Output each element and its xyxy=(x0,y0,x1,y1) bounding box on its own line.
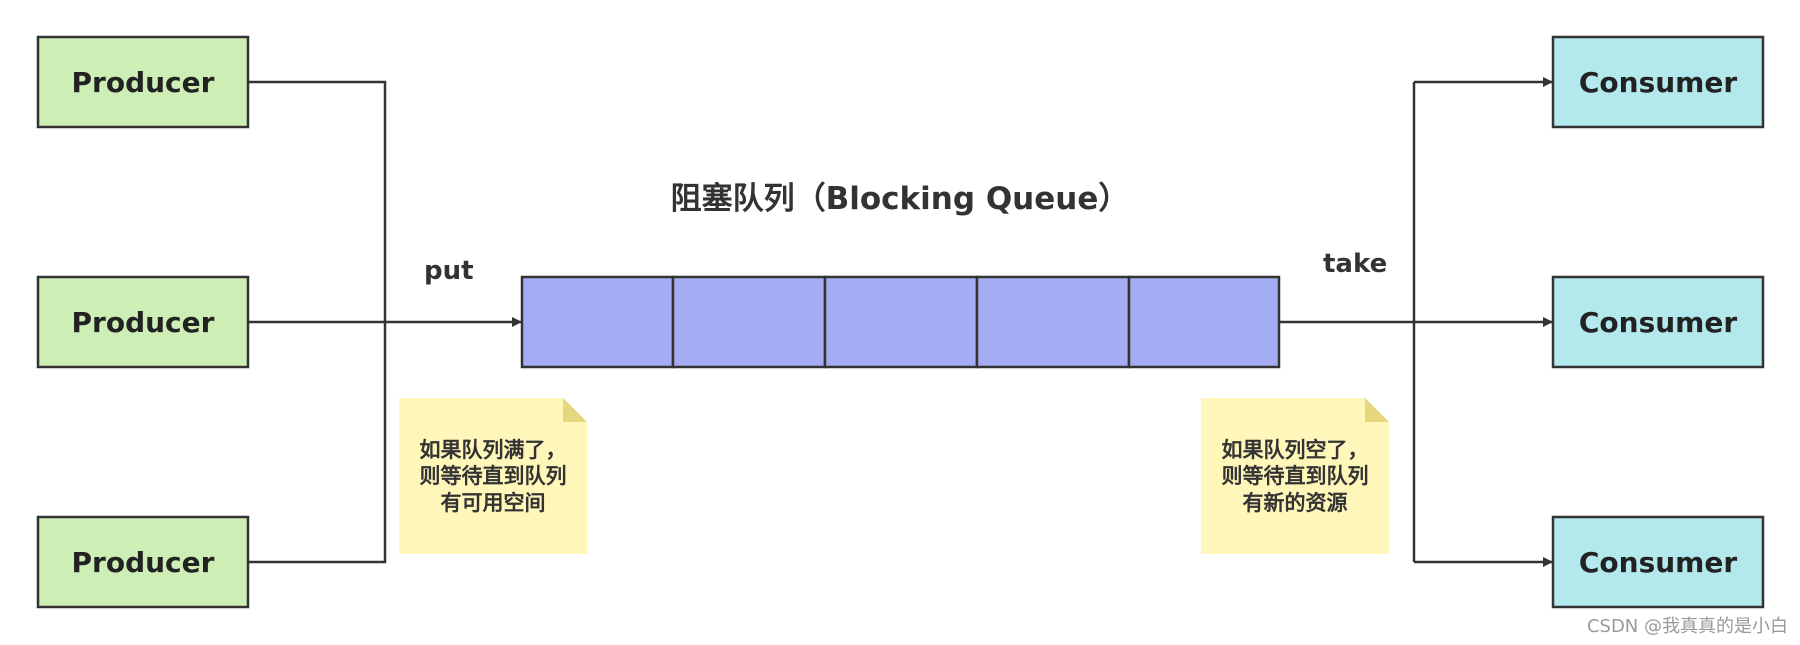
consumer-label: Consumer xyxy=(1579,306,1737,339)
producer-node-3: Producer xyxy=(36,515,250,609)
producer-box xyxy=(36,35,250,129)
put-label: put xyxy=(424,256,474,286)
note-line-1: 如果队列空了， xyxy=(1222,438,1369,462)
consumer-box xyxy=(1551,515,1765,609)
note-body xyxy=(1201,398,1389,554)
consumer-node-1: Consumer xyxy=(1551,35,1765,129)
queue xyxy=(520,275,1281,369)
note-fold xyxy=(1365,398,1389,422)
note-line-3: 有可用空间 xyxy=(441,491,546,515)
note-fold xyxy=(563,398,587,422)
watermark: CSDN @我真真的是小白 xyxy=(1587,616,1788,637)
consumer-box xyxy=(1551,275,1765,369)
producer-box xyxy=(36,275,250,369)
note-queue-empty: 如果队列空了， 则等待直到队列 有新的资源 xyxy=(1201,398,1389,554)
producer-connector-top xyxy=(248,80,387,322)
producer-label: Producer xyxy=(72,306,215,339)
consumer-box xyxy=(1551,35,1765,129)
diagram-title: 阻塞队列（Blocking Queue） xyxy=(671,181,1130,217)
queue-slot-1 xyxy=(520,275,675,369)
producer-label: Producer xyxy=(72,66,215,99)
note-line-3: 有新的资源 xyxy=(1243,491,1348,515)
note-line-2: 则等待直到队列 xyxy=(1222,464,1369,488)
note-line-1: 如果队列满了， xyxy=(420,438,567,462)
producer-node-1: Producer xyxy=(36,35,250,129)
queue-slot-2 xyxy=(671,275,827,369)
consumer-node-3: Consumer xyxy=(1551,515,1765,609)
note-queue-full: 如果队列满了， 则等待直到队列 有可用空间 xyxy=(399,398,587,554)
queue-slot-5 xyxy=(1127,275,1281,369)
consumer-node-2: Consumer xyxy=(1551,275,1765,369)
producer-box xyxy=(36,515,250,609)
producer-node-2: Producer xyxy=(36,275,250,369)
producer-connector-bottom xyxy=(248,322,387,564)
note-line-2: 则等待直到队列 xyxy=(420,464,567,488)
consumer-label: Consumer xyxy=(1579,66,1737,99)
queue-slot-3 xyxy=(823,275,979,369)
consumer-label: Consumer xyxy=(1579,546,1737,579)
note-body xyxy=(399,398,587,554)
take-label: take xyxy=(1323,249,1387,279)
queue-slot-4 xyxy=(975,275,1131,369)
producer-label: Producer xyxy=(72,546,215,579)
